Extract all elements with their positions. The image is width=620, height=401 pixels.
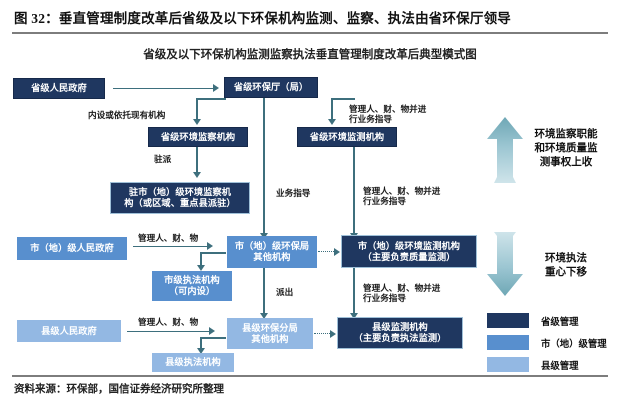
legend-swatch-province bbox=[487, 313, 529, 328]
downward-trend-arrow bbox=[486, 232, 524, 301]
label-manage-ppl-money-county: 管理人、财、物 bbox=[138, 317, 199, 327]
chart-subtitle: 省级及以下环保机构监测监察执法垂直管理制度改革后典型模式图 bbox=[143, 49, 477, 61]
arrowhead-county-gov-to-county-epb bbox=[209, 327, 215, 335]
arrowhead-city-gov-to-city-epb bbox=[207, 242, 213, 250]
legend-label-province: 省级管理 bbox=[541, 317, 579, 328]
arrowhead-city-mon-to-county-mon bbox=[349, 313, 358, 319]
label-dispatch: 派出 bbox=[276, 287, 294, 297]
note-upward-line2: 和环境质量监 bbox=[534, 142, 598, 154]
legend-item-province: 省级管理 bbox=[487, 312, 607, 329]
legend-swatch-county bbox=[487, 357, 529, 372]
legend-item-county: 县级管理 bbox=[487, 356, 607, 373]
figure-title: 图 32：垂直管理制度改革后省级及以下环保机构监测、监察、执法由省环保厅领导 bbox=[14, 11, 511, 26]
edge-epb-to-city-epb bbox=[263, 98, 265, 234]
legend-swatch-city bbox=[487, 335, 529, 350]
label-manage-ppl-money-city: 管理人、财、物 bbox=[138, 233, 199, 243]
label-manage-guide-top-2: 行业务指导 bbox=[349, 114, 392, 124]
node-province-supervision: 省级环境监察机构 bbox=[148, 127, 248, 147]
upward-trend-arrow bbox=[486, 117, 524, 188]
arrowhead-epb-to-monitoring bbox=[327, 119, 336, 125]
node-county-monitoring: 县级监测机构 （主要负责执法监测） bbox=[337, 317, 463, 349]
legend: 省级管理 市（地）级管理 县级管理 bbox=[487, 312, 607, 378]
node-county-enforcement: 县级执法机构 bbox=[152, 353, 234, 372]
node-county-epb: 县级环保分局 其他机构 bbox=[227, 318, 313, 349]
label-business-guidance: 业务指导 bbox=[276, 188, 311, 198]
edge-county-epb-to-enforcement-h bbox=[200, 337, 226, 339]
node-city-monitoring: 市（地）级环境监测机构 （主要负责质量监测） bbox=[341, 235, 477, 268]
note-upward: 环境监察职能 和环境质量监 测事权上收 bbox=[519, 128, 613, 170]
node-city-epb: 市（地）级环保局 其他机构 bbox=[227, 236, 317, 268]
label-manage-guide-low-2: 行业务指导 bbox=[363, 293, 406, 303]
edge-county-epb-to-enforcement-v bbox=[200, 337, 202, 349]
edge-epb-to-monitoring-h bbox=[331, 98, 355, 100]
node-province-monitoring: 省级环境监测机构 bbox=[297, 127, 397, 147]
arrowhead-supervision-to-stationed bbox=[192, 172, 201, 178]
node-province-epb: 省级环保厅（局） bbox=[224, 77, 318, 98]
note-downward-line1: 环境执法 bbox=[545, 253, 587, 264]
arrowhead-county-epb-to-enforcement bbox=[196, 348, 205, 354]
edge-city-gov-to-city-epb bbox=[133, 245, 209, 248]
edge-city-epb-to-enforcement-h bbox=[200, 252, 226, 254]
edge-epb-to-monitoring-v bbox=[331, 98, 333, 120]
note-upward-line3: 测事权上收 bbox=[539, 156, 593, 168]
edge-prov-gov-to-epb bbox=[113, 87, 215, 90]
note-downward-line2: 重心下移 bbox=[545, 266, 587, 278]
legend-label-city: 市（地）级管理 bbox=[541, 339, 607, 350]
footer-divider bbox=[12, 375, 608, 377]
arrowhead-epb-to-supervision bbox=[192, 119, 201, 125]
arrowhead-prov-gov-to-epb bbox=[213, 84, 219, 92]
legend-item-city: 市（地）级管理 bbox=[487, 334, 607, 351]
arrowhead-city-epb-to-enforcement bbox=[196, 265, 205, 271]
edge-supervision-to-stationed bbox=[196, 147, 198, 173]
node-county-government: 县级人民政府 bbox=[17, 320, 121, 342]
arrowhead-city-epb-to-county-epb bbox=[259, 313, 268, 319]
label-stationed: 驻派 bbox=[154, 154, 172, 164]
node-city-government: 市（地）级人民政府 bbox=[17, 237, 127, 260]
edge-city-epb-to-enforcement-v bbox=[200, 252, 202, 266]
edge-county-gov-to-county-epb bbox=[127, 330, 211, 333]
edge-prov-mon-to-city-mon bbox=[353, 147, 355, 234]
edge-county-epb-to-county-monitoring bbox=[314, 333, 332, 334]
arrowhead-city-epb-to-city-monitoring bbox=[334, 248, 340, 256]
edge-city-epb-to-city-monitoring bbox=[318, 251, 336, 252]
label-manage-guide-mid-2: 行业务指导 bbox=[363, 196, 406, 206]
label-manage-guide-mid-1: 管理人、财、物并进 bbox=[363, 186, 441, 196]
note-upward-line1: 环境监察职能 bbox=[534, 129, 598, 140]
edge-epb-to-supervision-v bbox=[196, 98, 198, 120]
label-internal-or-existing: 内设或依托现有机构 bbox=[88, 110, 166, 120]
edge-city-epb-to-county-epb bbox=[263, 268, 265, 314]
label-manage-guide-top-1: 管理人、财、物并进 bbox=[349, 104, 427, 114]
note-downward: 环境执法 重心下移 bbox=[519, 252, 613, 280]
source-note: 资料来源：环保部，国信证券经济研究所整理 bbox=[14, 384, 224, 395]
label-manage-guide-low-1: 管理人、财、物并进 bbox=[363, 283, 441, 293]
arrowhead-county-epb-to-county-monitoring bbox=[330, 330, 336, 338]
header-divider bbox=[12, 32, 608, 34]
edge-city-mon-to-county-mon bbox=[353, 268, 355, 314]
node-city-stationed-supervision: 驻市（地）级环境监察机 构（或区域、重点县派驻） bbox=[110, 182, 250, 214]
node-province-government: 省级人民政府 bbox=[13, 78, 105, 99]
legend-label-county: 县级管理 bbox=[541, 361, 579, 372]
node-city-enforcement: 市级执法机构 （可内设） bbox=[152, 271, 232, 301]
edge-epb-to-supervision-h bbox=[196, 98, 226, 100]
